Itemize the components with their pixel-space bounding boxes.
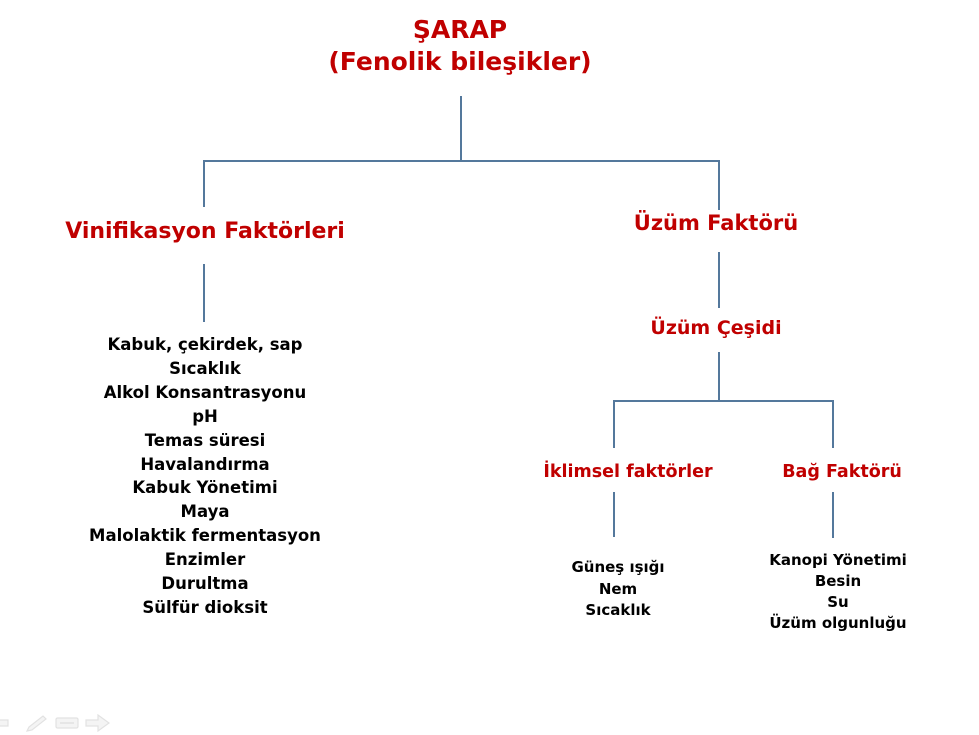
- connector-sub-horizontal: [613, 400, 834, 402]
- grape-variety-node: Üzüm Çeşidi: [650, 317, 782, 339]
- connector-variety-stem: [718, 352, 720, 400]
- connector-climate-list: [613, 492, 615, 537]
- connector-right-drop: [718, 160, 720, 210]
- connector-vineyard-list: [832, 492, 834, 538]
- previous-slide-arrow-icon[interactable]: [0, 714, 10, 735]
- vineyard-factor-title: Bağ Faktörü: [782, 462, 902, 482]
- list-item: Malolaktik fermentasyon: [89, 526, 321, 546]
- slide-menu-icon[interactable]: [55, 714, 79, 735]
- list-item: Sıcaklık: [169, 358, 241, 378]
- connector-grape-variety: [718, 252, 720, 308]
- list-item: Kabuk, çekirdek, sap: [107, 335, 303, 354]
- list-item: Sülfür dioksit: [142, 597, 268, 617]
- list-item: Durultma: [161, 574, 249, 594]
- connector-left-drop: [203, 160, 205, 207]
- list-item: Temas süresi: [144, 430, 266, 450]
- list-item: Su: [827, 593, 849, 611]
- list-item: Üzüm olgunluğu: [769, 614, 907, 632]
- grape-branch-title: Üzüm Faktörü: [633, 211, 799, 235]
- list-item: Nem: [598, 579, 638, 598]
- climate-factors-title: İklimsel faktörler: [543, 462, 713, 482]
- list-item: Kabuk Yönetimi: [132, 478, 278, 498]
- list-item: Havalandırma: [140, 454, 270, 474]
- vinification-branch-title: Vinifikasyon Faktörleri: [65, 219, 345, 244]
- list-item: Sıcaklık: [585, 601, 651, 619]
- connector-climate-drop: [613, 400, 615, 448]
- connector-vineyard-drop: [832, 400, 834, 448]
- connector-main-horizontal: [203, 160, 720, 162]
- pen-icon[interactable]: [25, 714, 47, 735]
- list-item: Besin: [814, 572, 862, 590]
- list-item: Kanopi Yönetimi: [769, 551, 907, 569]
- list-item: Maya: [180, 502, 230, 522]
- connector-root-stem: [460, 96, 462, 160]
- root-title: ŞARAP: [412, 15, 508, 44]
- list-item: Alkol Konsantrasyonu: [103, 382, 307, 402]
- list-item: pH: [192, 406, 218, 426]
- connector-vinification-list: [203, 264, 205, 322]
- root-subtitle: (Fenolik bileşikler): [328, 47, 592, 76]
- list-item: Enzimler: [164, 550, 246, 570]
- root-node: ŞARAP (Fenolik bileşikler): [288, 14, 632, 78]
- list-item: Güneş ışığı: [571, 558, 665, 576]
- next-slide-arrow-icon[interactable]: [84, 713, 111, 735]
